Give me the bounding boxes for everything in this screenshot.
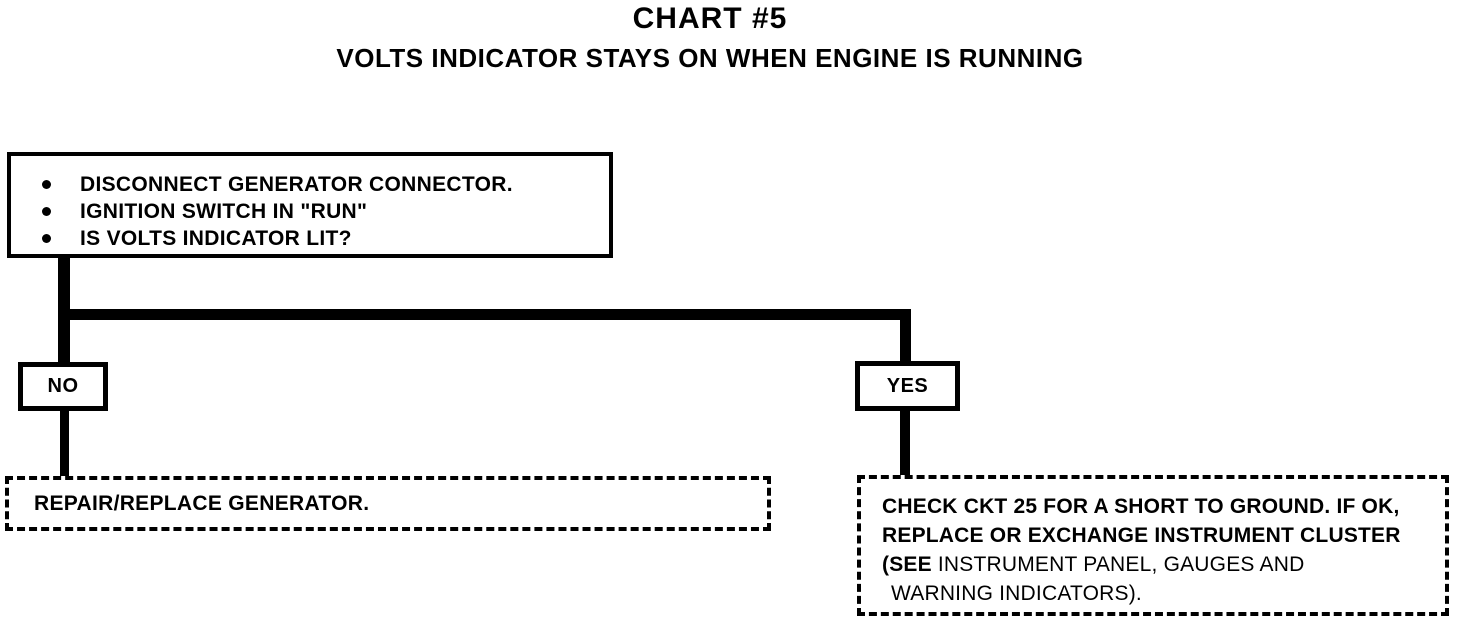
no-branch-label: NO xyxy=(47,375,79,397)
chart-header: CHART #5 VOLTS INDICATOR STAYS ON WHEN E… xyxy=(0,2,1420,74)
bullet-item: IGNITION SWITCH IN "RUN" xyxy=(42,198,599,225)
yes-result-node: CHECK CKT 25 FOR A SHORT TO GROUND. IF O… xyxy=(857,475,1449,616)
yes-branch-label: YES xyxy=(886,374,929,397)
yes-result-line-3: (SEE INSTRUMENT PANEL, GAUGES AND xyxy=(882,550,1433,579)
connector-yes-to-result xyxy=(900,408,910,480)
bullet-text: IS VOLTS INDICATOR LIT? xyxy=(80,226,352,250)
yes-result-line-4: WARNING INDICATORS). xyxy=(891,582,1142,605)
yes-branch-node: YES xyxy=(855,361,960,411)
bullet-text: DISCONNECT GENERATOR CONNECTOR. xyxy=(80,172,513,196)
bullet-icon xyxy=(42,180,51,189)
no-result-text: REPAIR/REPLACE GENERATOR. xyxy=(34,491,370,515)
start-node: DISCONNECT GENERATOR CONNECTOR. IGNITION… xyxy=(7,152,613,258)
connector-no-to-result xyxy=(60,408,69,480)
connector-branch-to-yes xyxy=(900,309,911,367)
bullet-item: IS VOLTS INDICATOR LIT? xyxy=(42,225,599,252)
yes-result-line-3-regular: INSTRUMENT PANEL, GAUGES AND xyxy=(937,553,1305,576)
yes-result-line-3-bold: (SEE xyxy=(882,553,932,576)
bullet-icon xyxy=(42,207,51,216)
chart-subtitle: VOLTS INDICATOR STAYS ON WHEN ENGINE IS … xyxy=(336,43,1084,73)
no-branch-node: NO xyxy=(18,362,108,411)
chart-title: CHART #5 xyxy=(632,2,788,35)
bullet-item: DISCONNECT GENERATOR CONNECTOR. xyxy=(42,171,599,198)
bullet-text: IGNITION SWITCH IN "RUN" xyxy=(80,199,368,223)
connector-branch-horizontal xyxy=(58,309,911,320)
bullet-icon xyxy=(42,234,51,243)
no-result-node: REPAIR/REPLACE GENERATOR. xyxy=(5,476,771,531)
yes-result-line-2: REPLACE OR EXCHANGE INSTRUMENT CLUSTER xyxy=(882,524,1401,547)
yes-result-line-1: CHECK CKT 25 FOR A SHORT TO GROUND. IF O… xyxy=(882,495,1400,518)
